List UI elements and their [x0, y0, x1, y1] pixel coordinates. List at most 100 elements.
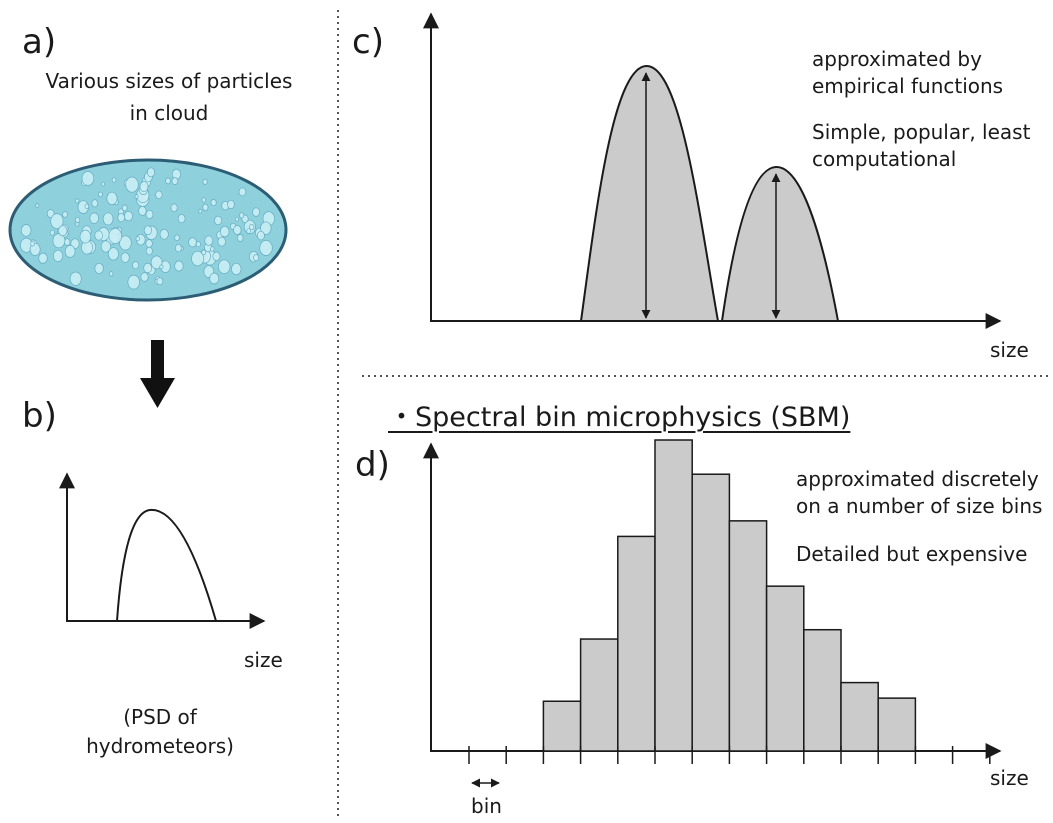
panel-b-caption-line2: hydrometeors) [86, 734, 234, 758]
droplet [231, 262, 242, 276]
droplet [174, 234, 180, 242]
bin-bar [654, 439, 693, 752]
droplet [79, 229, 92, 244]
droplet [134, 194, 139, 199]
droplet [124, 210, 133, 222]
droplet [62, 211, 68, 218]
bin-bar [542, 700, 582, 752]
droplet [209, 272, 220, 285]
droplet [174, 243, 182, 253]
droplet [30, 240, 35, 247]
droplet [159, 228, 169, 240]
droplet [111, 177, 117, 183]
droplet [170, 203, 178, 213]
panel-d-note1-line1: approximated discretely [796, 467, 1039, 491]
droplet [171, 177, 179, 185]
droplet [212, 251, 221, 261]
droplet [253, 254, 260, 262]
panel-d-note1-line2: on a number of size bins [796, 494, 1043, 518]
droplet [64, 245, 76, 258]
droplet [125, 176, 139, 193]
bin-bar [803, 628, 842, 752]
panel-a-label: a) [22, 22, 57, 62]
droplet [69, 271, 82, 286]
droplet [117, 213, 126, 223]
bin-bar [728, 520, 768, 752]
droplet [109, 271, 114, 277]
panel-a-caption-line2: in cloud [129, 101, 209, 125]
large-mode-curve [579, 64, 720, 322]
droplet [145, 239, 153, 248]
droplet [219, 225, 230, 238]
droplet [218, 259, 231, 274]
droplet [202, 203, 209, 211]
droplet [106, 191, 118, 205]
droplet [94, 262, 104, 274]
droplet [145, 209, 154, 220]
sbm-heading: ・Spectral bin microphysics (SBM) [388, 402, 851, 433]
droplet [75, 221, 80, 227]
sbm-x-axis-label: size [990, 766, 1029, 790]
droplet [260, 221, 272, 235]
droplet [101, 181, 106, 187]
droplet [191, 250, 205, 267]
psd-mini-chart [59, 472, 266, 629]
panel-c-label: c) [352, 22, 384, 62]
panel-a-caption-line1: Various sizes of particles [45, 69, 293, 93]
cloud-droplets-icon [8, 158, 288, 302]
droplet [236, 234, 244, 242]
droplet [98, 191, 103, 198]
droplet [102, 212, 114, 226]
droplet [132, 261, 140, 270]
droplet [107, 247, 119, 261]
psd-curve [116, 508, 217, 622]
droplet [259, 240, 273, 256]
droplet [201, 249, 207, 256]
droplet [239, 212, 245, 219]
spectral-bin-chart [423, 439, 1002, 788]
panel-c-note1-line2: empirical functions [812, 74, 1004, 98]
droplet [94, 230, 103, 241]
psd-x-axis-label: size [244, 648, 283, 672]
droplet [84, 203, 90, 209]
droplet [202, 178, 208, 185]
bin-width-label: bin [471, 794, 502, 818]
panel-c-note2-line1: Simple, popular, least [812, 120, 1031, 144]
bin-bar [579, 638, 619, 752]
droplet [50, 213, 64, 229]
droplet [252, 207, 261, 217]
droplet [89, 212, 99, 224]
droplet [108, 228, 123, 244]
bin-bar [877, 697, 917, 752]
droplet [159, 264, 164, 270]
droplet [121, 204, 128, 212]
bin-bar [765, 585, 805, 752]
panel-c-note2-line2: computational [812, 147, 957, 171]
droplet [58, 225, 68, 237]
bulk-x-axis-label: size [990, 338, 1029, 362]
droplet [20, 224, 32, 237]
droplet [210, 199, 217, 207]
droplet [165, 177, 171, 185]
droplet [119, 235, 132, 251]
droplet [120, 252, 130, 263]
droplet [249, 224, 255, 231]
droplet [214, 215, 223, 226]
droplet [127, 274, 140, 290]
down-arrow-icon [140, 340, 175, 408]
droplet [227, 199, 235, 210]
bin-bar [691, 473, 731, 752]
droplet [204, 235, 214, 246]
droplet [52, 249, 64, 262]
bin-bar [840, 681, 879, 752]
droplet [238, 187, 247, 197]
droplet [146, 167, 156, 178]
droplet [143, 225, 153, 236]
panel-d-label: d) [355, 445, 390, 485]
droplet [81, 171, 95, 186]
small-mode-curve [720, 165, 840, 322]
panel-b-label: b) [22, 396, 57, 436]
bulk-distribution-chart [423, 12, 1002, 329]
droplet [100, 240, 112, 253]
